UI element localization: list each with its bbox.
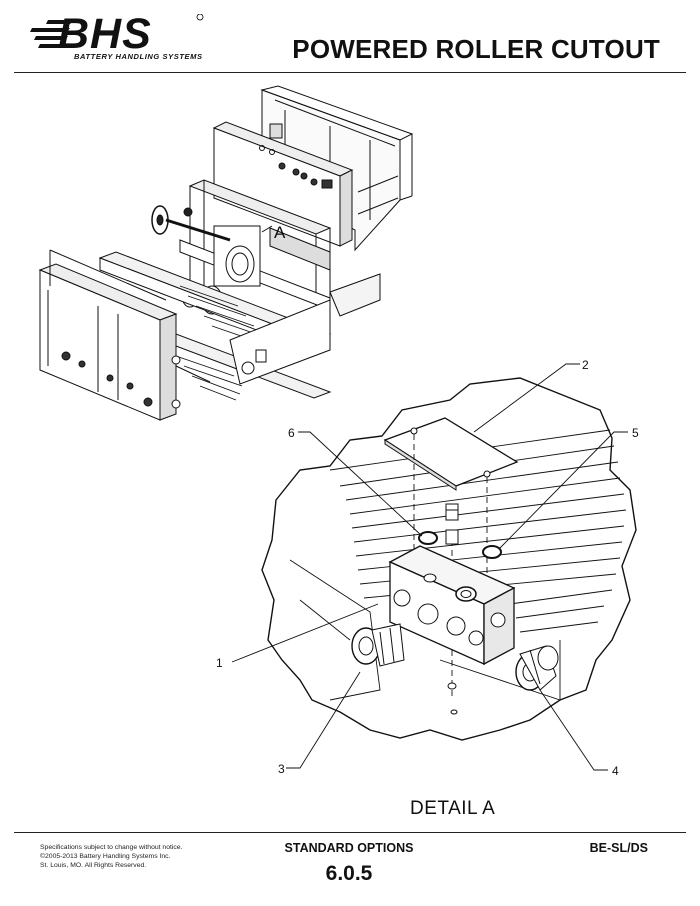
cover-plate xyxy=(383,417,519,491)
junction-box xyxy=(388,545,516,666)
footer-notes: Specifications subject to change without… xyxy=(40,843,220,870)
callout-4: 4 xyxy=(612,764,619,778)
cord-grip-left xyxy=(351,623,405,667)
logo-speed-lines-icon xyxy=(30,14,204,48)
front-cabinet xyxy=(38,249,211,421)
callout-numbers: 1 2 3 4 5 6 xyxy=(216,358,639,778)
hand-wheel xyxy=(151,205,231,242)
callout-3: 3 xyxy=(278,762,285,776)
footer-divider xyxy=(14,832,686,833)
callout-6: 6 xyxy=(288,426,295,440)
roller-deck xyxy=(98,251,332,401)
logo-wordmark: BHS xyxy=(58,10,152,58)
callout-1: 1 xyxy=(216,656,223,670)
callout-2: 2 xyxy=(582,358,589,372)
callout-leaders xyxy=(231,363,628,771)
detail-a-illustration: 1 2 3 4 5 6 xyxy=(216,358,639,778)
section-number: 6.0.5 xyxy=(325,862,373,885)
footer-note-line: ©2005-2013 Battery Handling Systems Inc. xyxy=(40,853,171,860)
detail-title: DETAIL A xyxy=(410,798,496,819)
overview-callout-a: A xyxy=(274,223,286,242)
header-divider xyxy=(14,72,686,73)
footer-note-line: St. Louis, MO. All Rights Reserved. xyxy=(40,862,147,869)
bhs-logo: BHS BATTERY HANDLING SYSTEMS xyxy=(30,10,220,66)
callout-5: 5 xyxy=(632,426,639,440)
document-code: BE-SL/DS xyxy=(589,841,648,855)
footer-note-line: Specifications subject to change without… xyxy=(40,844,183,851)
control-panel xyxy=(212,121,354,247)
page-header: BHS BATTERY HANDLING SYSTEMS POWERED ROL… xyxy=(0,0,700,74)
page-title: POWERED ROLLER CUTOUT xyxy=(292,34,660,64)
overview-machine-illustration: A xyxy=(38,85,414,421)
logo-tagline: BATTERY HANDLING SYSTEMS xyxy=(74,52,203,61)
base-foot xyxy=(329,273,381,317)
cord-grip-right xyxy=(515,645,559,691)
section-label: STANDARD OPTIONS xyxy=(284,841,414,855)
technical-drawing: A xyxy=(38,85,639,778)
